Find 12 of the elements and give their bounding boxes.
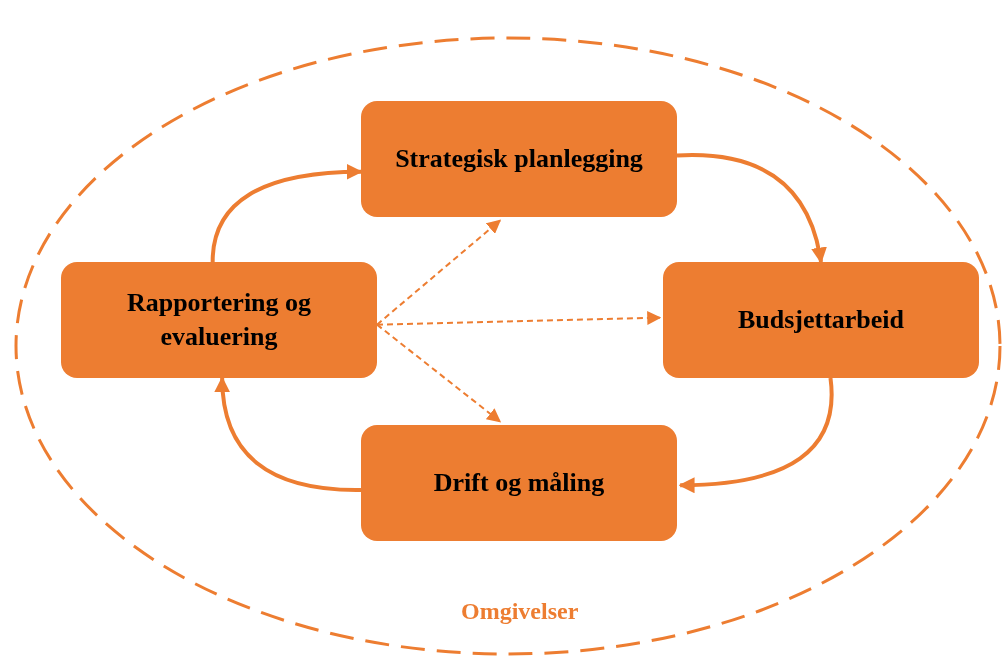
dashed-arrow	[376, 219, 502, 326]
curved-arrow	[214, 376, 362, 492]
curved-arrow	[210, 164, 363, 263]
process-box: Rapportering og evaluering	[61, 262, 377, 378]
process-box: Budsjettarbeid	[663, 262, 979, 378]
curved-arrow	[676, 153, 827, 264]
environment-label: Omgivelser	[461, 598, 579, 625]
dashed-arrow	[376, 311, 662, 326]
process-box: Strategisk planlegging	[361, 101, 677, 217]
dashed-arrow	[376, 323, 502, 423]
curved-arrow	[678, 377, 834, 493]
process-box: Drift og måling	[361, 425, 677, 541]
